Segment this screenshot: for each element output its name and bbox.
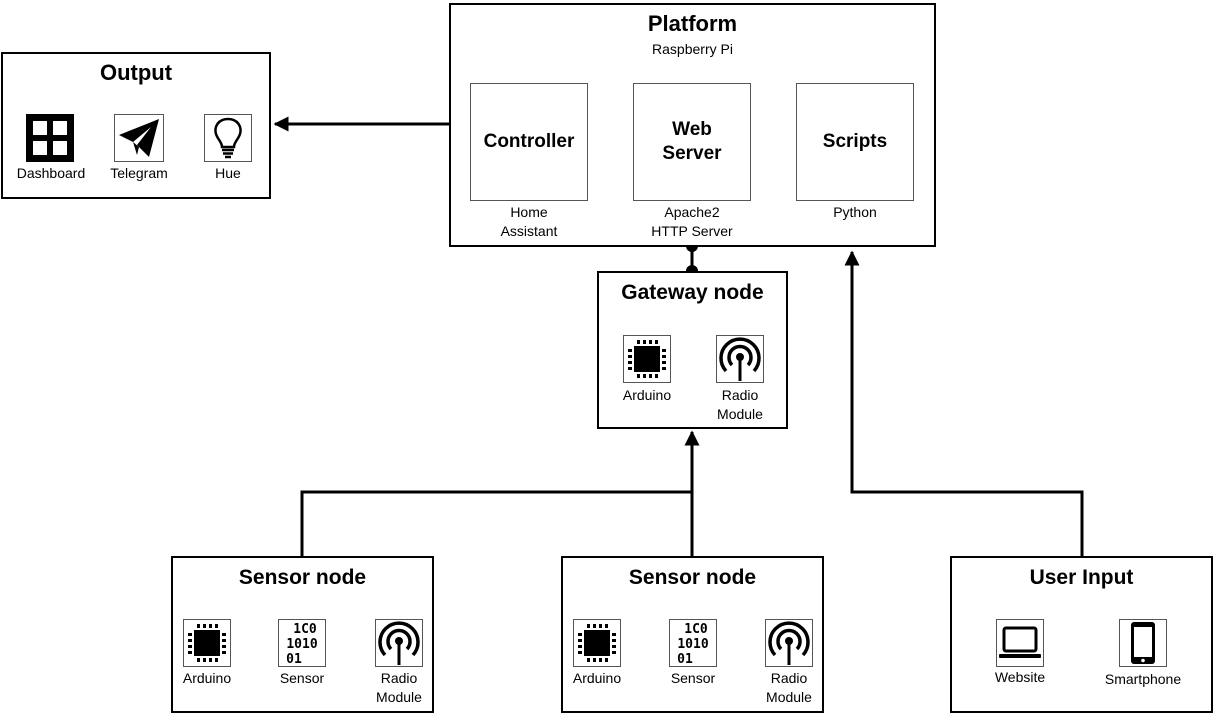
component-name: Web	[672, 119, 712, 140]
user-input-box: User Input Website Smartphone	[950, 556, 1213, 713]
gateway-item-label: Radio Module	[700, 386, 780, 424]
binary-row: 01	[286, 652, 302, 667]
sensor-node-title: Sensor node	[628, 566, 757, 589]
label-line: Radio	[380, 670, 418, 686]
binary-row: 1C0	[684, 622, 708, 637]
label-line: Module	[766, 689, 812, 705]
microchip-icon	[623, 335, 671, 383]
output-title: Output	[99, 60, 173, 85]
component-name: Scripts	[822, 131, 888, 152]
component-name: Controller	[483, 131, 575, 152]
userinput-to-platform-arrow	[844, 250, 1084, 557]
gateway-item-label: Arduino	[622, 387, 672, 403]
binary-row: 1C0	[293, 622, 317, 637]
smartphone-icon	[1119, 619, 1167, 667]
output-item-label: Hue	[215, 165, 241, 181]
output-box: Output Dashboard Telegram Hue	[1, 52, 271, 199]
sensor-item-label: Sensor	[670, 670, 716, 686]
controller-caption: Home Assistant	[465, 203, 593, 241]
microchip-icon	[573, 619, 621, 667]
sensor-item-label: Radio Module	[359, 669, 439, 707]
user-input-item-label: Website	[994, 669, 1046, 685]
platform-subtitle: Raspberry Pi	[652, 41, 733, 57]
binary-row: 01	[677, 652, 693, 667]
gateway-node-box: Gateway node Arduino Radio Module	[597, 271, 788, 429]
scripts-component: Scripts	[796, 83, 914, 201]
microchip-icon	[183, 619, 231, 667]
output-item-label: Telegram	[110, 165, 168, 181]
sensor-node-box: Sensor node Arduino 1C0 1010 01 Sensor	[561, 556, 824, 713]
binary-data-icon: 1C0 1010 01	[278, 619, 326, 667]
sensor-item-label: Arduino	[572, 670, 622, 686]
web-server-component: Web Server	[633, 83, 751, 201]
caption-line: Home	[510, 204, 548, 220]
web-server-caption: Apache2 HTTP Server	[622, 203, 762, 241]
label-line: Radio	[721, 387, 759, 403]
binary-row: 1010	[677, 637, 708, 652]
component-name: Server	[662, 143, 722, 164]
light-bulb-icon	[204, 114, 252, 162]
gateway-title: Gateway node	[621, 281, 764, 304]
platform-box: Platform Raspberry Pi Controller Home As…	[449, 3, 936, 247]
binary-data-icon: 1C0 1010 01	[669, 619, 717, 667]
label-line: Module	[376, 689, 422, 705]
sensor-node-box: Sensor node Arduino 1C0 1010 01 Sensor	[171, 556, 434, 713]
laptop-icon	[996, 619, 1044, 667]
sensor-item-label: Arduino	[182, 670, 232, 686]
caption-line: Python	[833, 204, 877, 220]
dashboard-grid-icon	[26, 114, 74, 162]
user-input-item-label: Smartphone	[1104, 671, 1182, 687]
caption-line: HTTP Server	[651, 223, 733, 239]
output-item-label: Dashboard	[16, 165, 86, 181]
radio-antenna-icon	[765, 619, 813, 667]
sensor-item-label: Radio Module	[749, 669, 829, 707]
platform-title: Platform	[647, 11, 738, 36]
binary-row: 1010	[286, 637, 317, 652]
sensor-left-to-gateway	[300, 490, 692, 557]
caption-line: Assistant	[500, 223, 558, 239]
radio-antenna-icon	[716, 335, 764, 383]
scripts-caption: Python	[791, 203, 919, 222]
label-line: Radio	[770, 670, 808, 686]
caption-line: Apache2	[664, 204, 720, 220]
user-input-title: User Input	[1029, 566, 1134, 589]
sensor-node-title: Sensor node	[238, 566, 367, 589]
controller-component: Controller	[470, 83, 588, 201]
label-line: Module	[717, 406, 763, 422]
sensor-item-label: Sensor	[279, 670, 325, 686]
radio-antenna-icon	[375, 619, 423, 667]
paper-plane-icon	[114, 114, 164, 162]
